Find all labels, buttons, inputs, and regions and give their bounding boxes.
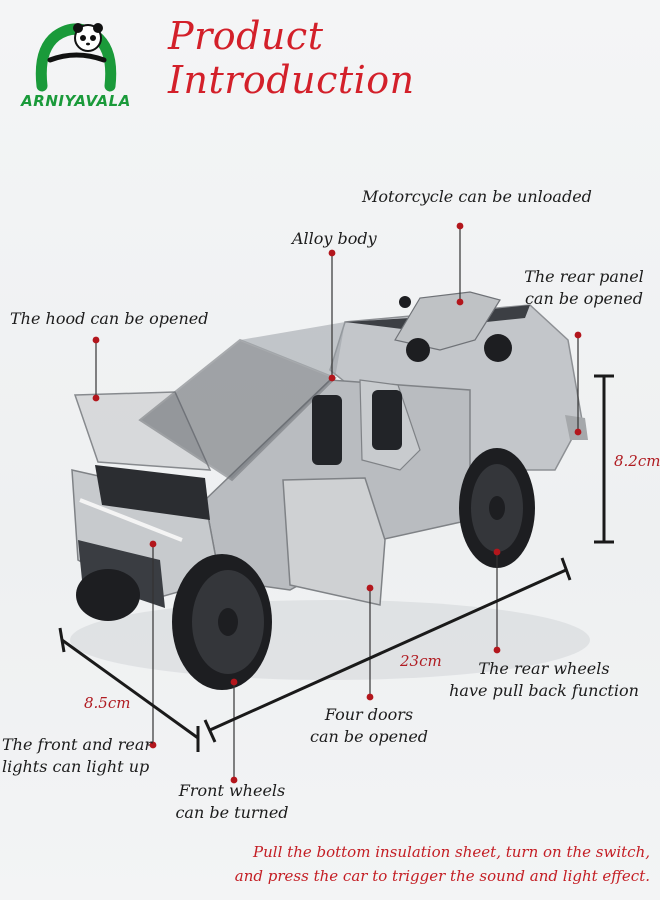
panda-logo-icon <box>35 23 117 92</box>
dimension-lines <box>58 374 614 752</box>
roof-glass <box>240 322 345 378</box>
callout-doors: Four doors can be opened <box>310 705 429 746</box>
length-dimension-line <box>209 568 567 732</box>
height-dimension-label: 8.2cm <box>614 452 660 470</box>
usage-note: Pull the bottom insulation sheet, turn o… <box>234 843 650 885</box>
callout-motorcycle: Motorcycle can be unloaded <box>362 187 592 206</box>
callout-front-wheels: Front wheels can be turned <box>175 781 289 822</box>
rear-panel <box>565 415 588 440</box>
callout-alloy-body: Alloy body <box>292 229 377 248</box>
width-dimension-line <box>61 638 199 740</box>
length-dimension-label: 23cm <box>400 652 442 670</box>
callout-hood: The hood can be opened <box>10 309 209 328</box>
callout-rear-panel: The rear panel can be opened <box>524 267 644 308</box>
motorcycle <box>394 291 512 362</box>
front-light-bar <box>79 498 183 542</box>
frunk-opening <box>95 465 210 520</box>
open-front-door <box>282 477 386 606</box>
page-title: Product Introduction <box>168 14 415 102</box>
front-seat <box>312 395 342 465</box>
rear-wheel <box>459 448 535 568</box>
far-front-wheel <box>76 569 140 621</box>
front-wheel <box>172 554 272 690</box>
callout-dots <box>92 222 582 784</box>
width-dimension-label: 8.5cm <box>84 694 131 712</box>
callout-rear-wheels: The rear wheels have pull back function <box>449 659 639 700</box>
rear-seat <box>372 390 402 450</box>
callout-lights: The front and rear lights can light up <box>2 735 153 776</box>
brand-name: ARNIYAVALA <box>21 92 131 110</box>
